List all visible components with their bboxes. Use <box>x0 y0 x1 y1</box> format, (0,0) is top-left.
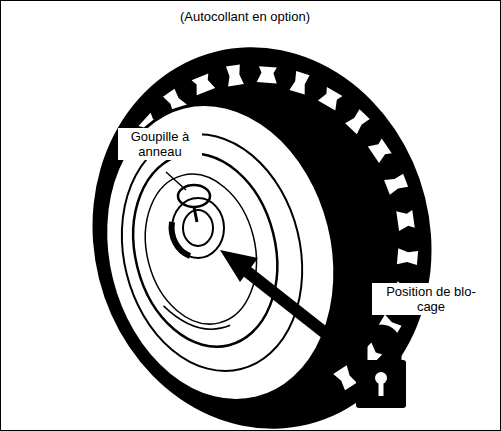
tire-outer <box>53 11 472 431</box>
lock-icon <box>356 328 406 408</box>
tread-block <box>396 209 415 231</box>
rim <box>114 138 297 362</box>
tread-block <box>345 109 370 135</box>
tread-block <box>225 64 244 86</box>
tread-block <box>384 173 408 195</box>
tread-block <box>191 73 216 95</box>
tread-block <box>368 138 392 164</box>
part-label: Goupille à anneau <box>118 128 202 160</box>
lock-arrow <box>220 250 362 362</box>
tread-block <box>318 87 343 111</box>
leader-line <box>166 172 186 190</box>
part-label: Position de blo- cage <box>372 283 490 315</box>
rim-shade <box>163 291 230 340</box>
ring-pin <box>178 185 210 222</box>
tread-block <box>289 71 310 95</box>
tread-block <box>397 248 418 266</box>
tread-block <box>333 365 357 390</box>
tire <box>53 11 472 431</box>
sidewall-line <box>98 115 327 390</box>
sidewall <box>75 80 365 425</box>
tread-block <box>257 66 278 83</box>
note-label: (Autocollant en option) <box>150 8 340 25</box>
rim-inner <box>130 162 272 336</box>
